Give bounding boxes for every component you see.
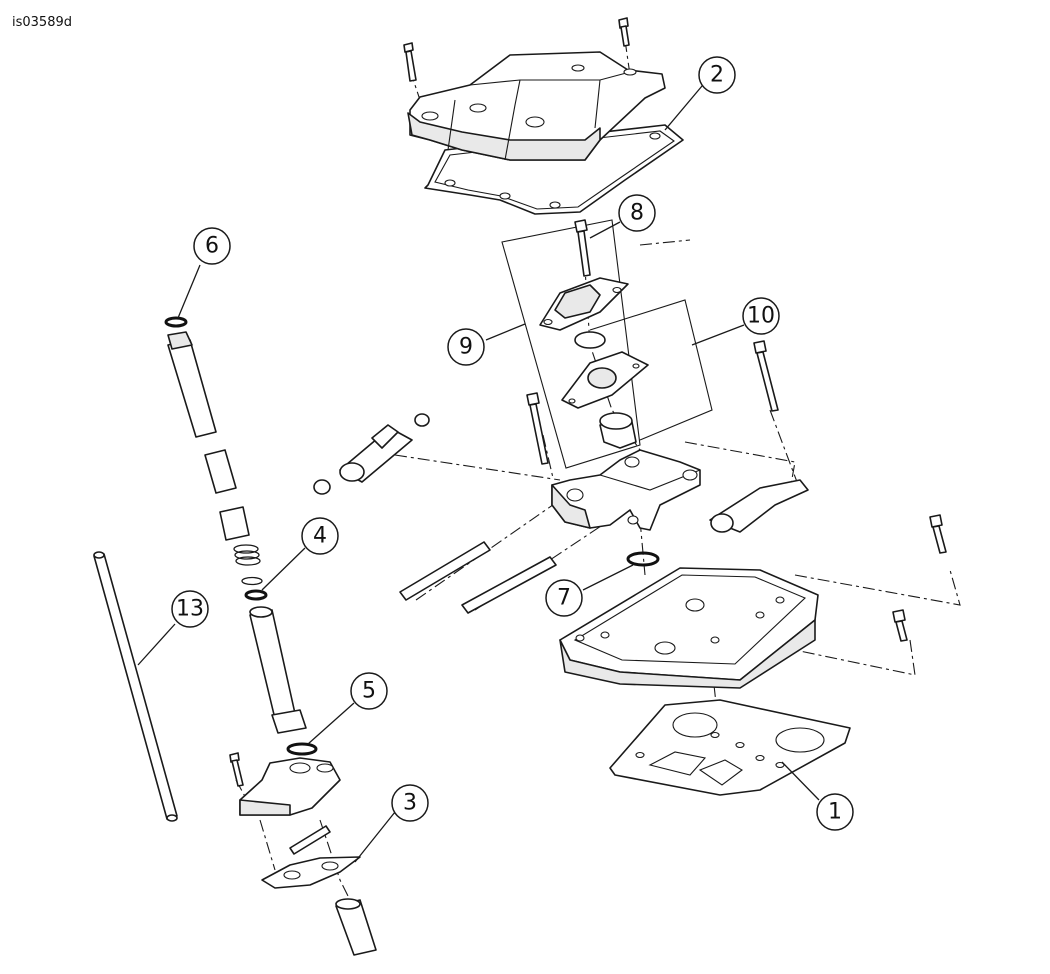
spring-cap (219, 506, 250, 541)
callout-10-label: 10 (747, 304, 775, 329)
leader-lines (137, 85, 820, 863)
callout-4: 4 (301, 517, 339, 555)
oring-7 (626, 551, 660, 567)
lower-tube (249, 606, 307, 734)
rocker-housing (559, 567, 819, 689)
callout-2-label: 2 (710, 63, 724, 88)
callout-1-label: 1 (828, 800, 842, 825)
callout-7: 7 (545, 579, 583, 617)
callout-6: 6 (193, 227, 231, 265)
breather-valve (574, 331, 606, 349)
callout-8: 8 (618, 194, 656, 232)
spring (233, 544, 263, 586)
lifter-bolt (229, 752, 244, 787)
rocker-support (551, 449, 701, 531)
housing-bolts (892, 514, 947, 642)
callout-9-label: 9 (459, 335, 473, 360)
breather-filter (599, 412, 637, 449)
support-bolts (526, 340, 779, 465)
dowel-pin (289, 825, 331, 855)
callout-3: 3 (391, 784, 429, 822)
callout-5-label: 5 (362, 679, 376, 704)
image-id-label: is03589d (12, 15, 72, 30)
base-gasket (609, 699, 851, 796)
callout-3-label: 3 (403, 791, 417, 816)
callout-5: 5 (350, 672, 388, 710)
callout-10: 10 (742, 297, 780, 335)
breather-plate (561, 351, 649, 409)
callout-4-label: 4 (313, 524, 327, 549)
pushrod-13 (93, 551, 178, 822)
rocker-arm-right (709, 479, 809, 533)
callout-2: 2 (698, 56, 736, 94)
hydraulic-lifter (335, 898, 377, 956)
callout-13-label: 13 (176, 597, 204, 622)
oring-4 (244, 589, 268, 601)
callout-8-label: 8 (630, 201, 644, 226)
upper-tube (167, 331, 217, 438)
callout-9: 9 (447, 328, 485, 366)
oring-6 (164, 316, 188, 328)
rocker-cover (407, 51, 666, 161)
breather-bolt (574, 219, 591, 277)
lifter-block (239, 757, 341, 816)
breather-cover (539, 277, 629, 331)
lifter-gasket-3 (261, 856, 361, 889)
callout-13: 13 (171, 590, 209, 628)
callout-7-label: 7 (557, 586, 571, 611)
rocker-shafts (399, 541, 557, 614)
rocker-shaft-left (313, 413, 430, 495)
oring-5 (286, 742, 318, 756)
tube-cover (204, 449, 237, 494)
callout-6-label: 6 (205, 234, 219, 259)
cover-bolts (403, 17, 630, 82)
callout-1: 1 (816, 793, 854, 831)
